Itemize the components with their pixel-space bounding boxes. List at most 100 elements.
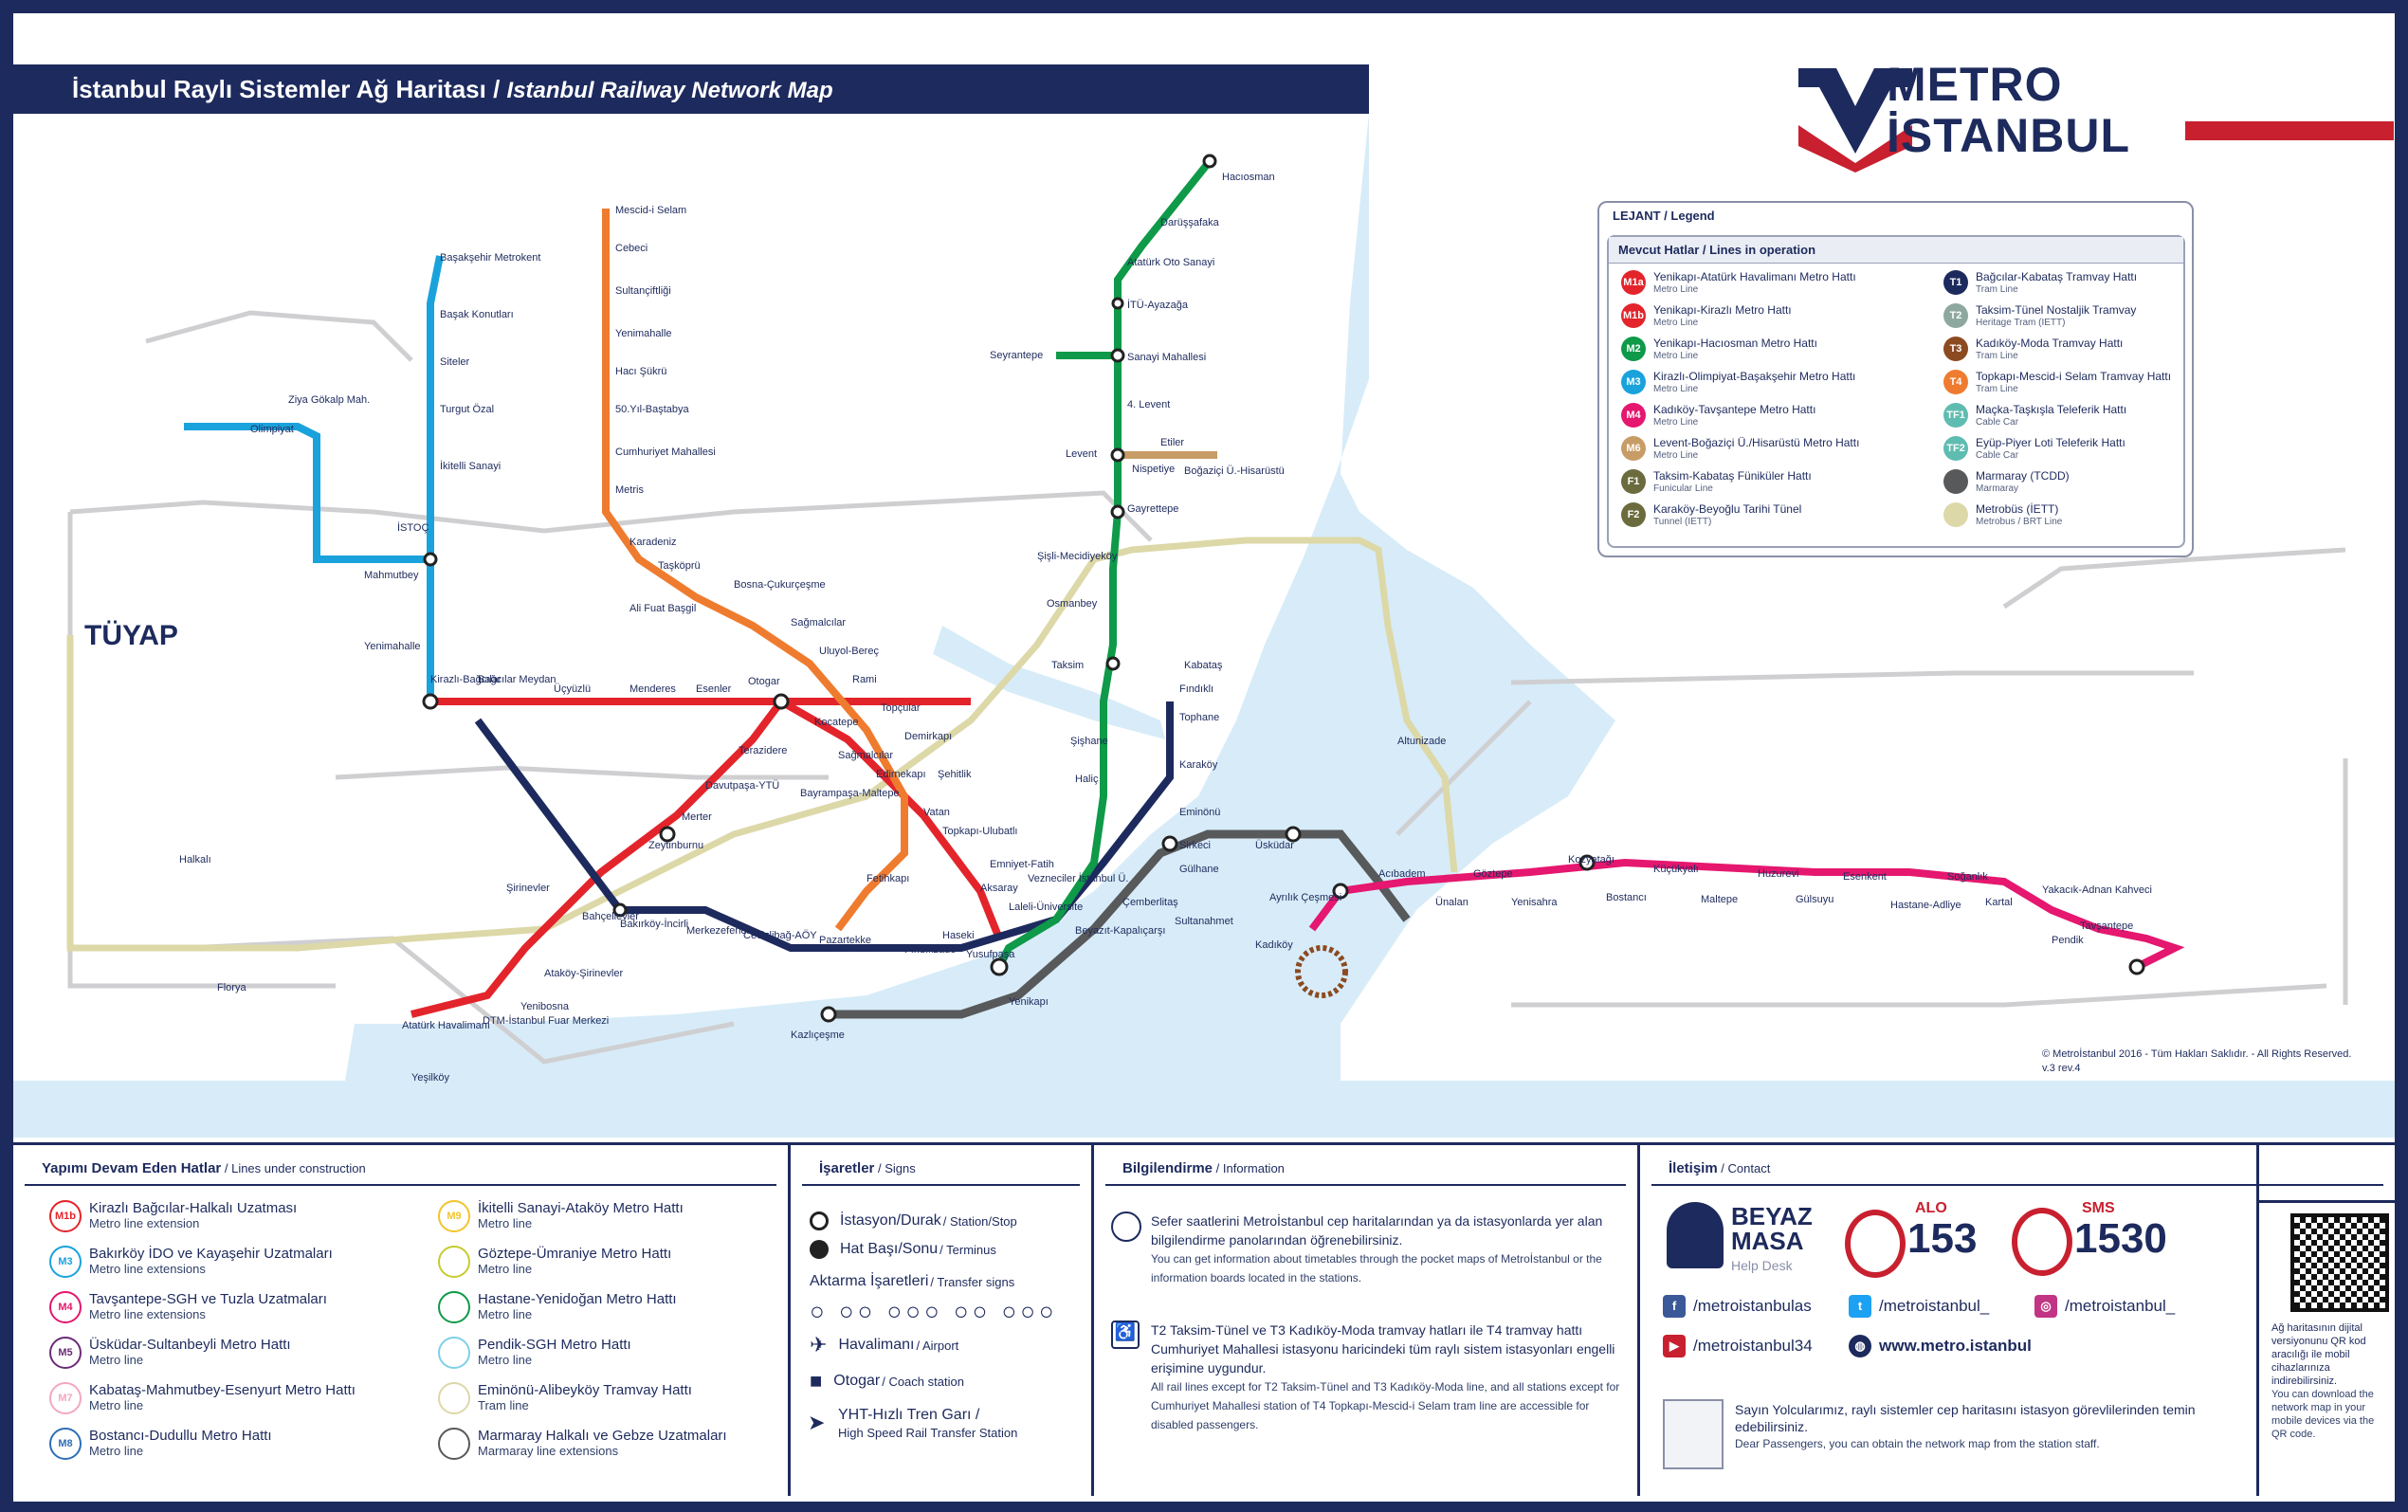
sign-coach: ■Otogar / Coach station (810, 1369, 964, 1393)
label-olimpiyat: Olimpiyat (250, 424, 294, 435)
t4-line (602, 209, 908, 932)
construction-item-name: Eminönü-Alibeyköy Tramvay Hattı (478, 1382, 692, 1398)
label-dtm: DTM-İstanbul Fuar Merkezi (483, 1014, 609, 1027)
line-badge-icon: M1b (49, 1200, 82, 1232)
label-levent: Levent (1066, 448, 1097, 460)
label-laleli: Laleli-Üniversite (1009, 902, 1083, 913)
line-badge-icon: T4 (1943, 370, 1968, 394)
legend-item-name: Yenikapı-Hacıosman Metro Hattı (1653, 337, 1817, 350)
label-eminonu: Eminönü (1179, 807, 1220, 818)
label-sirkeci: Sirkeci (1179, 840, 1211, 851)
pocket-map-note: Sayın Yolcularımız, raylı sistemler cep … (1735, 1402, 2196, 1450)
label-cevizlibag: Cevizlibağ-AÖY (743, 930, 817, 941)
facebook-icon: f (1663, 1295, 1686, 1318)
legend-sub-heading: Mevcut Hatlar / Lines in operation (1609, 237, 2183, 264)
facebook-link[interactable]: /metroistanbulas (1693, 1297, 1812, 1315)
line-badge-icon: TF2 (1943, 436, 1968, 461)
station-zeytinburnu (659, 826, 676, 843)
label-basaksehir: Başakşehir Metrokent (440, 252, 540, 264)
legend-item-name: Yenikapı-Atatürk Havalimanı Metro Hattı (1653, 270, 1856, 283)
label-ayrilik: Ayrılık Çeşmesi (1269, 892, 1341, 903)
label-gayrettepe: Gayrettepe (1127, 503, 1178, 515)
legend-item-type: Metro Line (1653, 351, 1699, 361)
sms-phone-icon (2012, 1208, 2072, 1276)
label-halic: Haliç (1075, 774, 1099, 785)
label-basakkonut: Başak Konutları (440, 309, 514, 320)
qr-code-icon[interactable] (2290, 1213, 2389, 1312)
label-aksaray: Aksaray (980, 883, 1018, 894)
label-bostanci: Bostancı (1606, 892, 1647, 903)
signs-heading: İşaretler / Signs (802, 1145, 1080, 1186)
label-kadikoy: Kadıköy (1255, 939, 1293, 951)
info-accessibility: T2 Taksim-Tünel ve T3 Kadıköy-Moda tramv… (1151, 1322, 1620, 1431)
legend-item-type: Metrobus / BRT Line (1976, 517, 2063, 527)
label-mahmutbey: Mahmutbey (364, 570, 419, 581)
label-vezneciler: Vezneciler İstanbul Ü. (1028, 872, 1128, 884)
signs-panel: İşaretler / Signs İstasyon/Durak / Stati… (791, 1145, 1094, 1496)
line-badge-icon (1943, 502, 1968, 527)
info-footer: Yapımı Devam Eden Hatlar / Lines under c… (13, 1142, 2395, 1502)
construction-item-name: Pendik-SGH Metro Hattı (478, 1337, 631, 1353)
construction-item-sub: Metro line (478, 1262, 533, 1276)
label-goztepe: Göztepe (1473, 868, 1513, 880)
airplane-icon: ✈ (810, 1333, 828, 1357)
label-uskudar: Üsküdar (1255, 840, 1294, 851)
label-acibadem: Acıbadem (1378, 868, 1426, 880)
label-tophane: Tophane (1179, 712, 1219, 723)
legend-item-type: Tunnel (IETT) (1653, 517, 1712, 527)
station-bakirkoy (612, 902, 628, 918)
version: v.3 rev.4 (2042, 1063, 2081, 1074)
label-gulhane: Gülhane (1179, 864, 1219, 875)
station-kirazli (422, 693, 439, 710)
line-badge-icon: M5 (49, 1337, 82, 1369)
info-timetable: Sefer saatlerini Metroİstanbul cep harit… (1151, 1213, 1603, 1284)
label-tasko: Taşköprü (658, 560, 701, 572)
t3-loop (1295, 945, 1348, 998)
label-ali: Ali Fuat Başgil (629, 603, 696, 614)
label-bahcelievler: Bahçelievler (582, 911, 639, 922)
sms-label: SMS (2082, 1200, 2115, 1216)
website-link[interactable]: www.metro.istanbul (1879, 1337, 2032, 1355)
youtube-link[interactable]: /metroistanbul34 (1693, 1337, 1813, 1355)
line-badge-icon: T2 (1943, 303, 1968, 328)
label-sishane: Şişhane (1070, 736, 1108, 747)
construction-item-sub: Metro line (89, 1444, 144, 1458)
sign-yht: YHT-Hızlı Tren Garı /High Speed Rail Tra… (838, 1407, 1018, 1440)
construction-item-name: Kabataş-Mahmutbey-Esenyurt Metro Hattı (89, 1382, 356, 1398)
label-altunizade: Altunizade (1397, 736, 1446, 747)
label-terazidere: Terazidere (739, 745, 787, 756)
metrobus-line (66, 537, 1458, 952)
label-beyazit: Beyazıt-Kapalıçarşı (1075, 925, 1165, 937)
instagram-link[interactable]: /metroistanbul_ (2065, 1297, 2176, 1315)
label-findikzade: Fındıkzade (904, 944, 956, 956)
accessibility-icon: ♿ (1111, 1321, 1140, 1349)
map-leaflet-icon (1663, 1399, 1724, 1469)
line-badge-icon: M2 (1621, 337, 1646, 361)
label-nispetiye: Nispetiye (1132, 464, 1175, 475)
legend-item-name: Metrobüs (İETT) (1976, 502, 2059, 516)
station-taksim (1105, 656, 1121, 671)
twitter-link[interactable]: /metroistanbul_ (1879, 1297, 1990, 1315)
line-badge-icon: M6 (1621, 436, 1646, 461)
bosphorus-water (336, 114, 1615, 1138)
m1a-line (410, 698, 1003, 1018)
legend-item-name: Taksim-Kabataş Füniküler Hattı (1653, 469, 1812, 483)
marmara-water (13, 1081, 2395, 1138)
label-merter: Merter (682, 811, 712, 823)
label-pazartekke: Pazartekke (819, 935, 871, 946)
clock-icon (1111, 1211, 1141, 1242)
label-menderes: Menderes (629, 683, 676, 695)
label-demirkapi: Demirkapı (904, 731, 952, 742)
label-ikitelli: İkitelli Sanayi (440, 460, 501, 472)
label-florya: Florya (217, 982, 246, 993)
legend-item: Metrobüs (İETT)Metrobus / BRT Line (1943, 502, 2228, 529)
legend-item-type: Cable Car (1976, 450, 2019, 461)
